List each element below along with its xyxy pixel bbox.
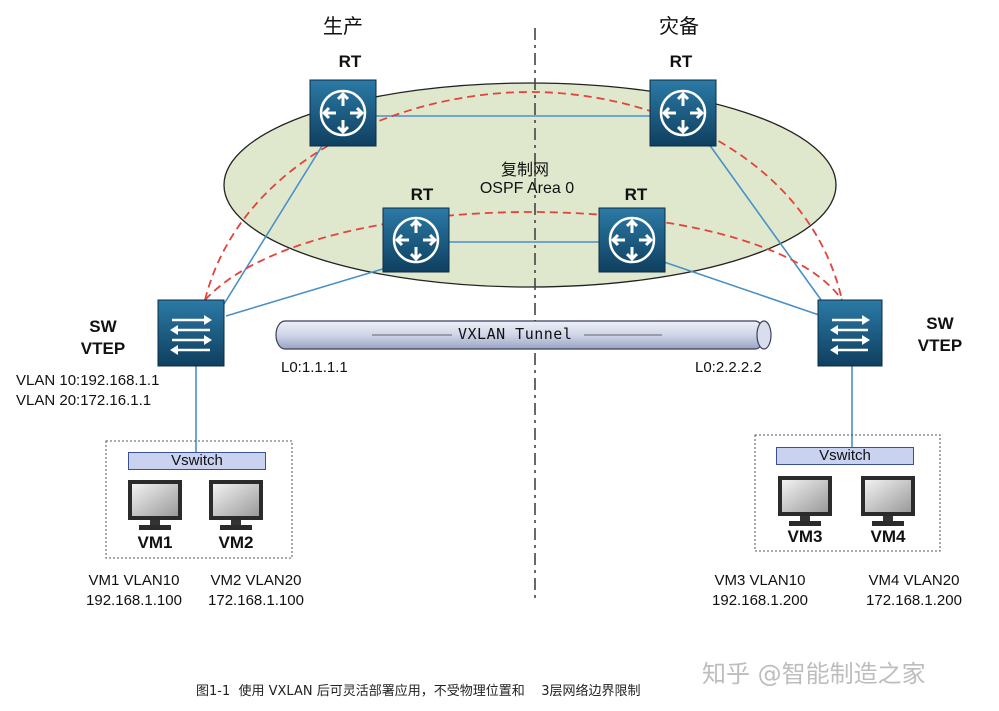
vlan-info: VLAN 10:192.168.1.1 VLAN 20:172.16.1.1 [16, 371, 159, 411]
vm-details: VM4 VLAN20 172.168.1.200 [852, 571, 976, 611]
switch-label-right: SW VTEP [910, 313, 970, 357]
vm-details: VM3 VLAN10 192.168.1.200 [698, 571, 822, 611]
ospf-area-label: OSPF Area 0 [479, 180, 575, 197]
switch-label-line2: VTEP [80, 339, 126, 358]
vm-details: VM2 VLAN20 172.168.1.100 [194, 571, 318, 611]
vxlan-logical-paths [204, 91, 843, 301]
site-label-right: 灾备 [659, 14, 699, 38]
vm-details: VM1 VLAN10 192.168.1.100 [72, 571, 196, 611]
monitor-icon [861, 476, 915, 526]
vswitch-left: Vswitch [128, 452, 266, 470]
host-box-left [105, 440, 293, 559]
router-label: RT [669, 52, 693, 71]
switch-label-left: SW VTEP [73, 316, 133, 360]
router-icon [382, 207, 450, 273]
vxlan-tunnel [275, 320, 772, 350]
router-icon [649, 79, 717, 147]
vm-vlan: VM1 VLAN10 [88, 572, 180, 589]
network-name: 复制网 [500, 160, 549, 179]
vm-label: VM2 [218, 533, 254, 552]
site-label-left: 生产 [323, 14, 363, 38]
router-label: RT [624, 185, 648, 204]
watermark: 知乎 @智能制造之家 [702, 660, 926, 688]
host-box-right [754, 434, 941, 552]
switch-label-line2: VTEP [917, 336, 963, 355]
vm-label: VM4 [870, 527, 906, 546]
tunnel-label: VXLAN Tunnel [458, 325, 573, 343]
monitor-icon [128, 480, 182, 530]
vm-ip: 192.168.1.100 [86, 592, 182, 609]
switch-icon [157, 299, 225, 367]
vm-vlan: VM4 VLAN20 [868, 572, 960, 589]
vswitch-right: Vswitch [776, 447, 914, 465]
switch-label-line1: SW [926, 314, 954, 333]
switch-label-line1: SW [89, 317, 117, 336]
monitor-icon [209, 480, 263, 530]
vlan-line: VLAN 20:172.16.1.1 [16, 392, 152, 409]
vm-ip: 172.168.1.100 [208, 592, 304, 609]
monitor-icon [778, 476, 832, 526]
loopback-right: L0:2.2.2.2 [695, 359, 762, 376]
switch-icon [817, 299, 883, 367]
router-icon [309, 79, 377, 147]
vm-ip: 192.168.1.200 [712, 592, 808, 609]
figure-caption: 图1-1 使用 VXLAN 后可灵活部署应用，不受物理位置和 3层网络边界限制 [196, 684, 641, 699]
loopback-left: L0:1.1.1.1 [281, 359, 348, 376]
vm-vlan: VM2 VLAN20 [210, 572, 302, 589]
vm-label: VM3 [787, 527, 823, 546]
vm-ip: 172.168.1.200 [866, 592, 962, 609]
router-icon [598, 207, 666, 273]
physical-links [195, 115, 853, 455]
vlan-line: VLAN 10:192.168.1.1 [16, 372, 160, 389]
router-label: RT [410, 185, 434, 204]
vm-label: VM1 [137, 533, 173, 552]
router-label: RT [338, 52, 362, 71]
vm-vlan: VM3 VLAN10 [714, 572, 806, 589]
